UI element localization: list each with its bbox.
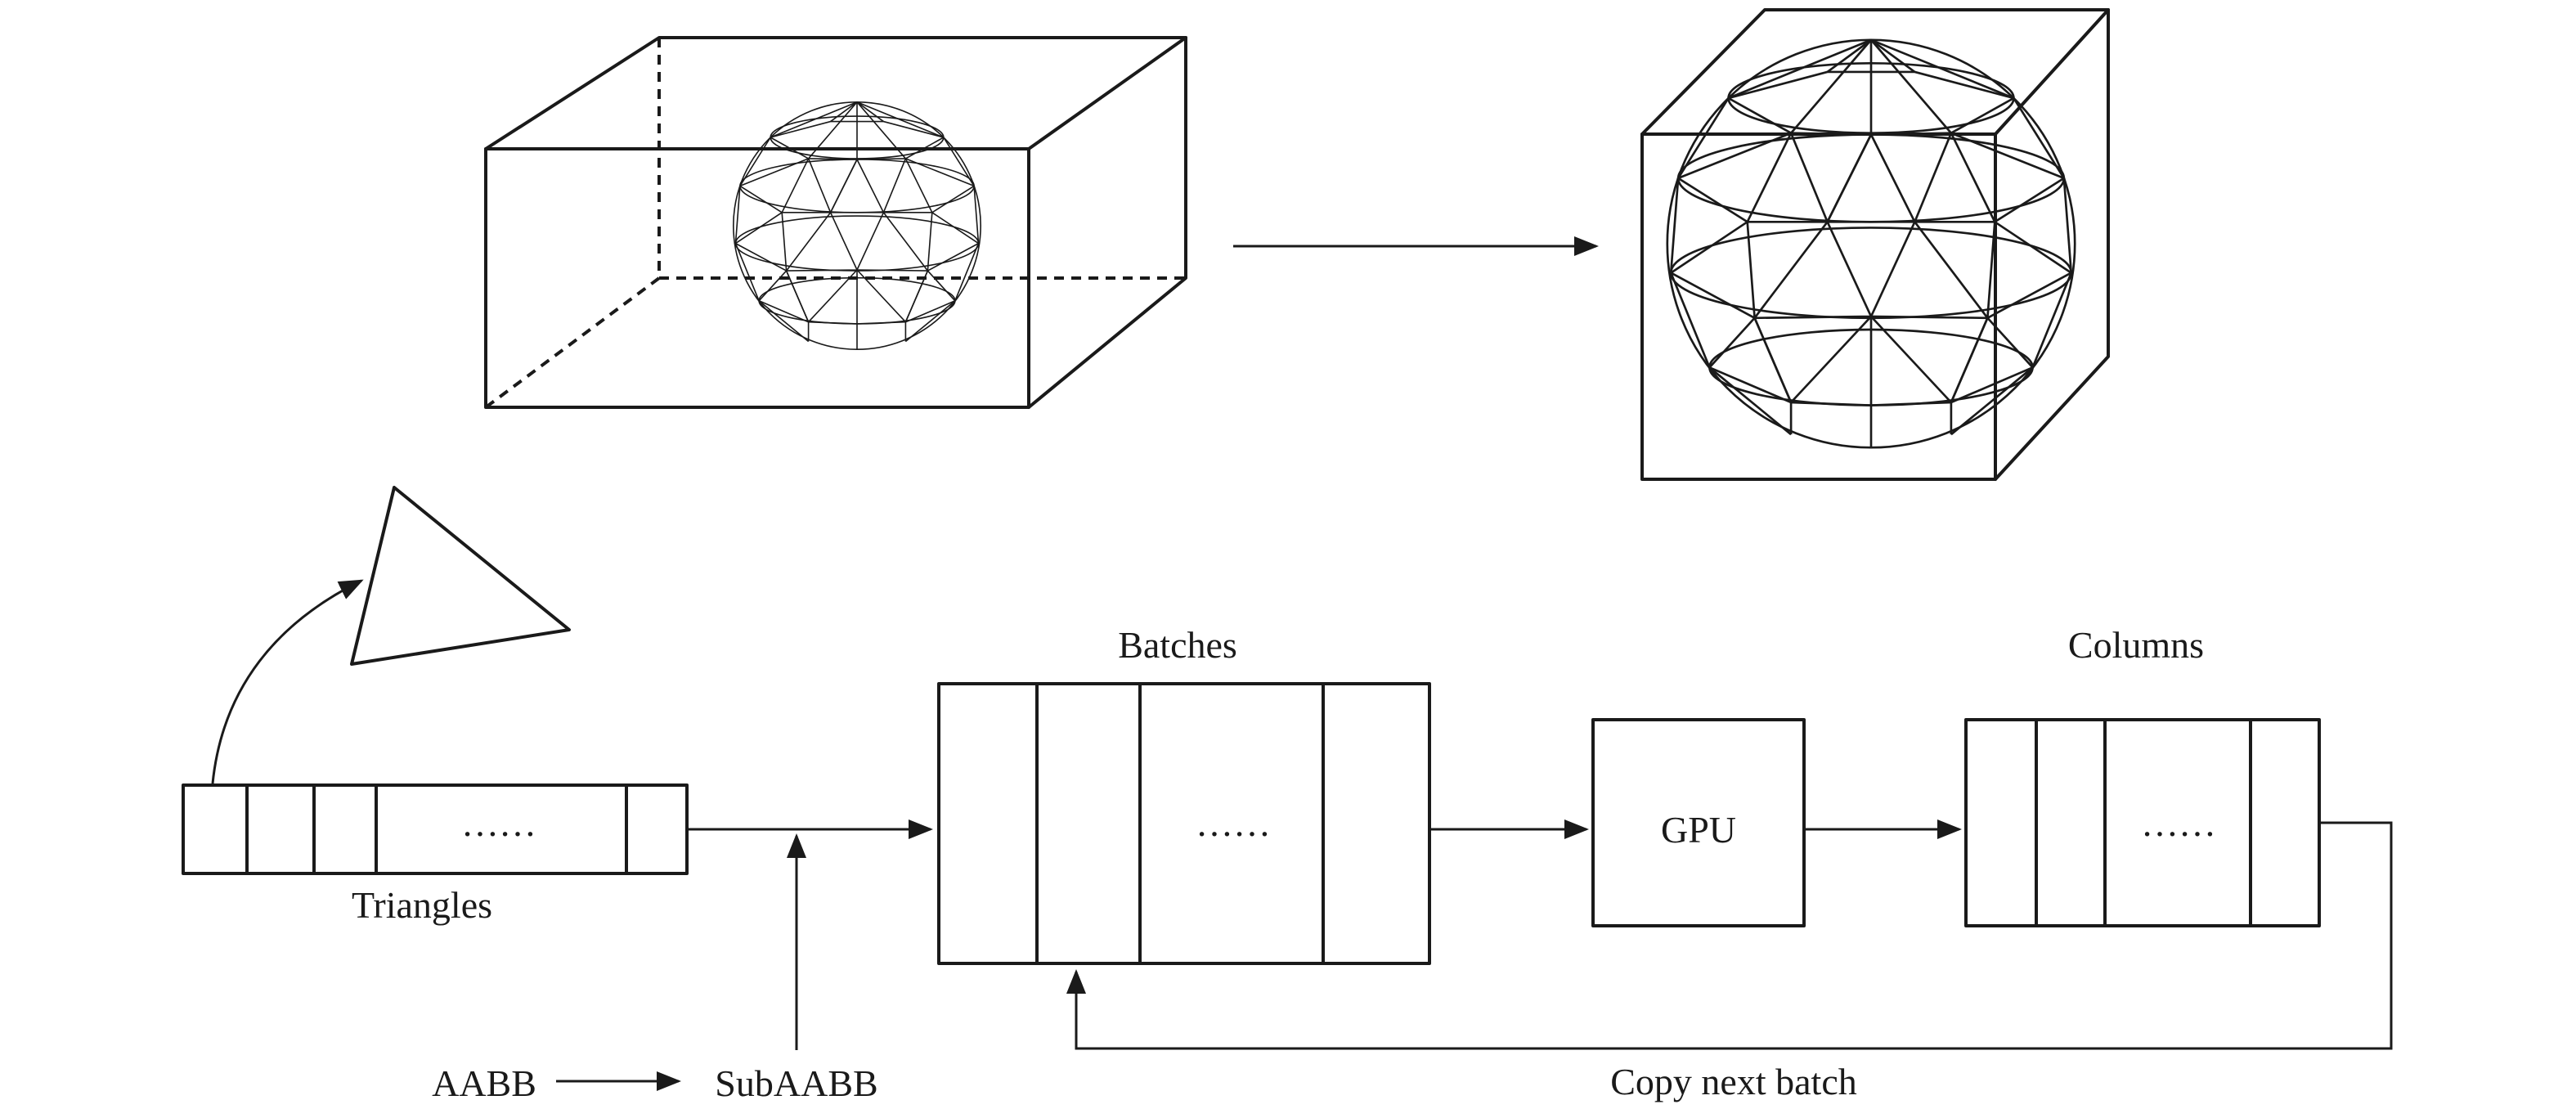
gpu-box [1591, 718, 1806, 927]
batches-label: Batches [1118, 624, 1237, 666]
batches-ellipsis: …… [1196, 802, 1271, 844]
columns-ellipsis: …… [2141, 802, 2216, 844]
large-aabb-box [484, 36, 1187, 409]
aabb-label: AABB [432, 1062, 536, 1104]
triangles-label: Triangles [352, 884, 492, 926]
columns-label: Columns [2068, 624, 2204, 666]
columns-array: …… [1964, 718, 2321, 927]
single-triangle-shape [350, 486, 571, 666]
subaabb-label: SubAABB [715, 1062, 877, 1104]
copy-next-batch-feedback-path [1066, 821, 2393, 1050]
copy-next-batch-label: Copy next batch [1610, 1061, 1857, 1102]
triangles-array: …… [182, 783, 689, 875]
gpu-label: GPU [1661, 809, 1736, 851]
triangles-ellipsis: …… [461, 802, 536, 844]
batches-array: …… [937, 682, 1431, 965]
triangle-curved-arrow [211, 579, 364, 784]
sphere-mesh-small [732, 101, 982, 351]
sphere-mesh-large [1666, 38, 2076, 449]
